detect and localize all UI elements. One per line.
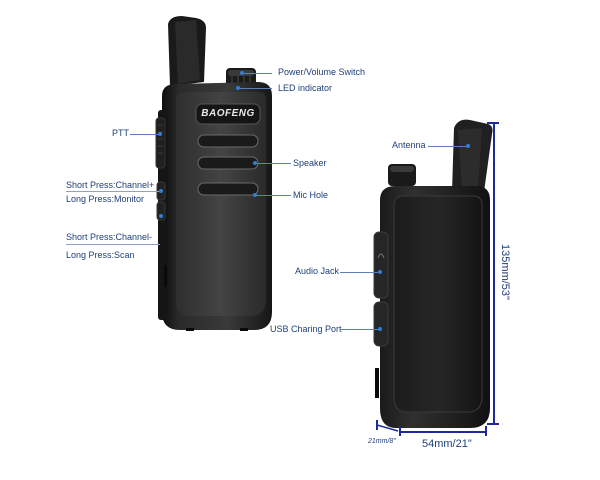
led-marker [236, 86, 240, 90]
usb-port-leader [340, 329, 378, 330]
led-leader [240, 88, 272, 89]
audio-jack-label: Audio Jack [295, 266, 340, 276]
usb-charging-port-label: USB Charing Port [270, 324, 342, 334]
ptt-label: PTT [112, 128, 129, 138]
height-dim-bottom-tick [487, 423, 499, 425]
depth-dim-right-tick [399, 426, 401, 436]
power-volume-switch-label: Power/Volume Switch [278, 67, 366, 77]
height-dim-line [493, 122, 495, 424]
led-indicator-label: LED indicator [278, 83, 333, 93]
brand-logo: BAOFENG [201, 108, 255, 119]
width-dim-right-tick [485, 426, 487, 436]
height-dimension-label: 135mm/53" [499, 244, 511, 300]
power-volume-leader [244, 73, 272, 74]
channel-plus-marker [159, 189, 163, 193]
depth-dim-slant [376, 424, 399, 432]
speaker-leader [257, 163, 291, 164]
mic-hole-label: Mic Hole [293, 190, 329, 200]
speaker-label: Speaker [293, 158, 327, 168]
width-dim-line [400, 431, 486, 433]
antenna-label: Antenna [392, 140, 426, 150]
power-volume-marker [240, 71, 244, 75]
depth-dimension-label: 21mm/8" [368, 438, 396, 445]
ptt-leader [130, 134, 158, 135]
mic-hole-marker [253, 193, 257, 197]
antenna-marker [466, 144, 470, 148]
ptt-marker [158, 132, 162, 136]
channel-plus-divider [66, 191, 160, 192]
channel-minus-divider [66, 244, 160, 245]
audio-jack-leader [340, 272, 378, 273]
width-dimension-label: 54mm/21" [422, 438, 472, 450]
channel-minus-long-label: Long Press:Scan [66, 250, 135, 260]
antenna-leader [428, 146, 466, 147]
channel-plus-short-label: Short Press:Channel+ [66, 180, 155, 190]
front-antenna [168, 16, 206, 86]
usb-port-marker [378, 327, 382, 331]
speaker-marker [253, 161, 257, 165]
channel-minus-marker [159, 214, 163, 218]
channel-plus-long-label: Long Press:Monitor [66, 194, 145, 204]
mic-hole-leader [257, 195, 291, 196]
depth-dim-left-tick [376, 420, 378, 430]
channel-minus-short-label: Short Press:Channel- [66, 232, 153, 242]
audio-jack-marker [378, 270, 382, 274]
